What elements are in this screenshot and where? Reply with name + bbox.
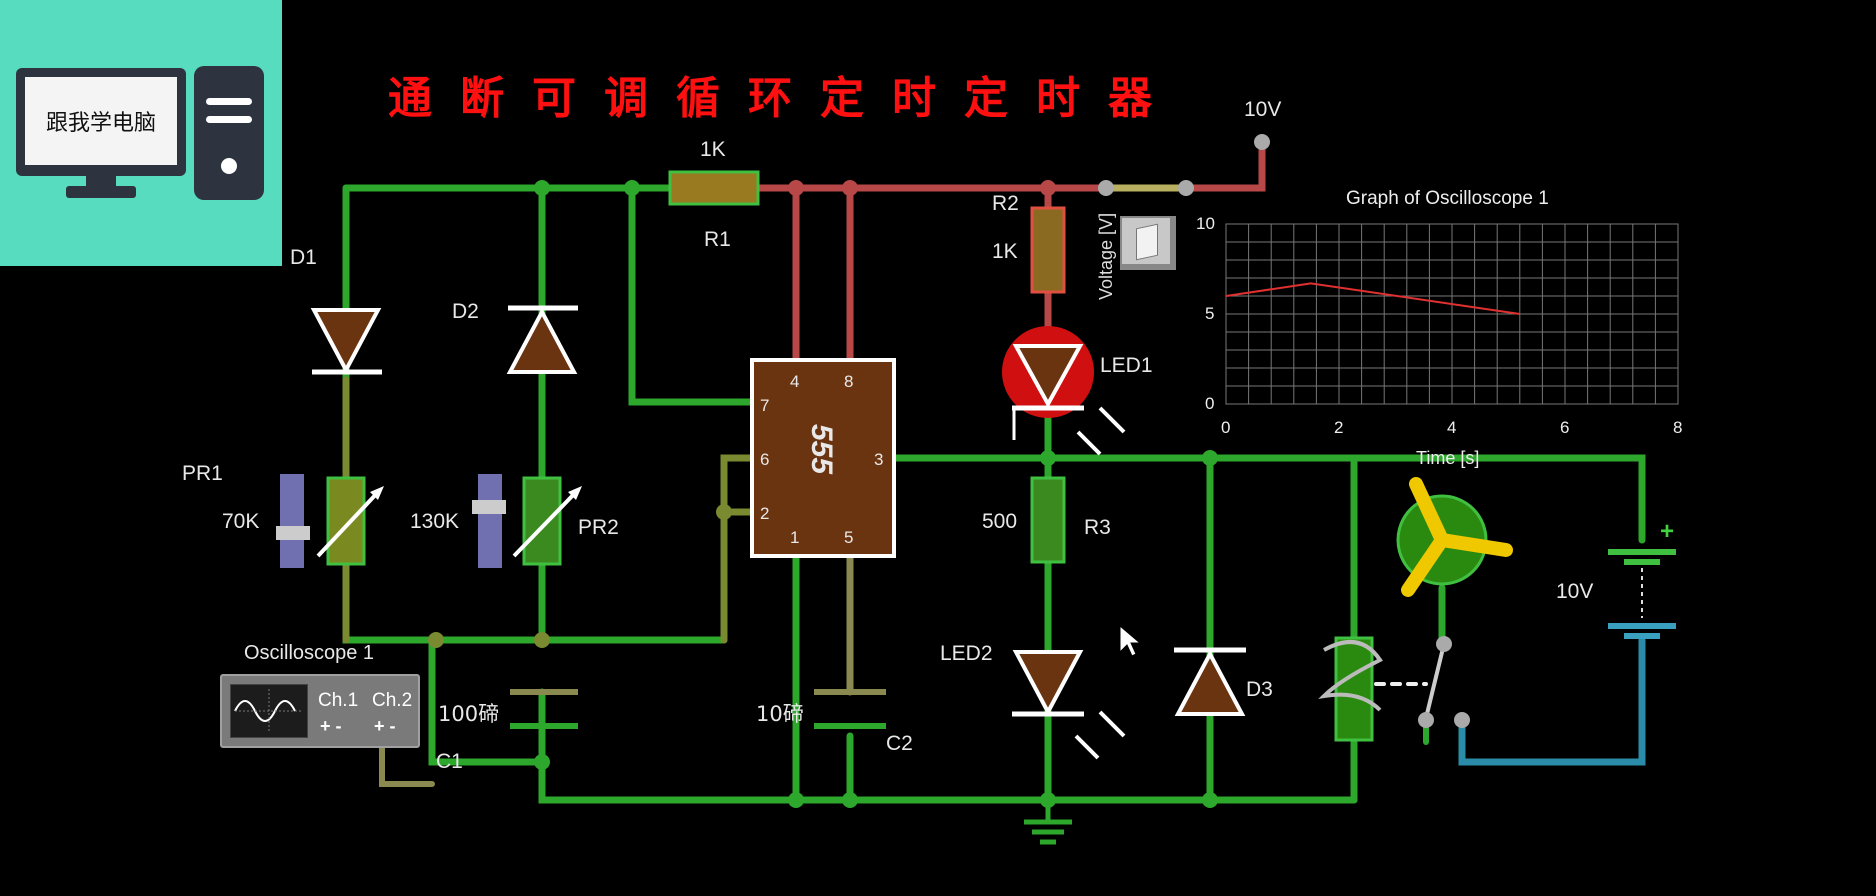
led-led1[interactable] [1002,326,1126,456]
monitor-stand [66,186,136,198]
wire-battery-bottom [1458,636,1646,766]
battery[interactable] [1608,549,1676,639]
x-tick-label: 8 [1673,418,1683,437]
battery-value-label: 10V [1556,580,1594,603]
slider-pr1[interactable] [276,474,310,568]
pin2-label: 2 [760,504,770,523]
graph-x-axis-label: Time [s] [1416,448,1480,468]
voltage-trace [1225,282,1520,315]
resistor-r3[interactable] [1030,476,1066,564]
wire-osc [379,737,435,787]
ic-555[interactable] [750,358,896,558]
potentiometer-pr2[interactable] [512,476,582,566]
led1-label: LED1 [1100,354,1153,377]
potentiometer-pr1[interactable] [316,476,384,566]
oscilloscope-instrument[interactable]: Ch.1 Ch.2 + - + - [220,674,420,748]
pc-tower-icon [194,66,264,200]
pr1-label: PR1 [182,462,223,485]
graph-y-axis-label: Voltage [V] [1096,212,1116,300]
oscilloscope-label: Oscilloscope 1 [244,642,375,664]
logo-text: 跟我学电脑 [25,77,177,165]
chip-label: 555 [805,423,839,475]
pin3-label: 3 [874,450,884,469]
led-led2[interactable] [1012,650,1126,760]
pin7-label: 7 [760,396,770,415]
oscilloscope-screen-icon [230,684,308,738]
x-tick-label: 4 [1447,418,1457,437]
c2-value-label: 10碲 [756,702,804,726]
pin6-label: 6 [760,450,770,469]
r3-name-label: R3 [1084,516,1111,539]
monitor-neck [86,176,116,186]
c1-value-label: 100碲 [438,702,500,726]
relay-coil[interactable] [1318,636,1383,742]
pin8-label: 8 [844,372,854,391]
d3-label: D3 [1246,678,1273,701]
y-tick-label: 5 [1205,304,1215,323]
pin4-label: 4 [790,372,800,391]
wire-output [890,454,1358,644]
y-tick-label: 0 [1205,394,1215,413]
resistor-r2[interactable] [1030,206,1066,294]
x-tick-label: 0 [1221,418,1231,437]
ch2-terminals: + - [374,716,396,736]
oscilloscope-graph [1225,223,1679,405]
r1-value-label: 1K [700,138,726,161]
relay-contact [1424,642,1446,720]
pin1-label: 1 [790,528,800,547]
x-tick-label: 2 [1334,418,1344,437]
wire-pin6 [720,454,756,516]
r2-name-label: R2 [992,192,1019,215]
led2-label: LED2 [940,642,993,665]
pr2-value-label: 130K [410,510,460,533]
page-title: 通断可调循环定时定时器 [388,73,1180,124]
junctions [428,180,1218,808]
ch2-label: Ch.2 [372,690,413,711]
diode-d3[interactable] [1174,647,1246,716]
slider-pr2[interactable] [472,474,506,568]
ground-symbol [1024,800,1072,845]
channel-logo: 跟我学电脑 [0,0,282,266]
diode-d1[interactable] [310,308,382,375]
c2-name-label: C2 [886,732,913,755]
diode-d2[interactable] [506,305,578,374]
mouse-cursor-icon [1119,624,1142,657]
monitor-icon: 跟我学电脑 [16,68,186,176]
graph-title: Graph of Oscilloscope 1 [1346,188,1549,209]
battery-plus-label: + [1660,518,1675,545]
x-tick-label: 6 [1560,418,1570,437]
wire-pin7 [628,184,756,406]
voltage-top-label: 10V [1244,98,1282,121]
r2-value-label: 1K [992,240,1018,263]
wire-top-rail [754,138,1266,192]
toggle-switch[interactable] [1120,216,1176,270]
capacitor-c1[interactable] [510,689,578,729]
pr2-label: PR2 [578,516,619,539]
y-tick-label: 10 [1196,214,1215,233]
wire-battery-top [1350,454,1646,544]
c1-name-label: C1 [436,750,463,773]
wire-d1-branch [342,184,728,644]
r3-value-label: 500 [982,510,1018,533]
pr1-value-label: 70K [222,510,260,533]
d1-label: D1 [290,246,317,269]
r1-name-label: R1 [704,228,731,251]
wire-c1 [428,636,546,766]
ch1-terminals: + - [320,716,342,736]
resistor-r1[interactable] [668,170,760,206]
d2-label: D2 [452,300,479,323]
pin5-label: 5 [844,528,854,547]
switch-terminals [1098,134,1470,728]
motor-fan[interactable] [1396,477,1513,597]
capacitor-c2[interactable] [814,689,886,729]
ch1-label: Ch.1 [318,690,359,711]
